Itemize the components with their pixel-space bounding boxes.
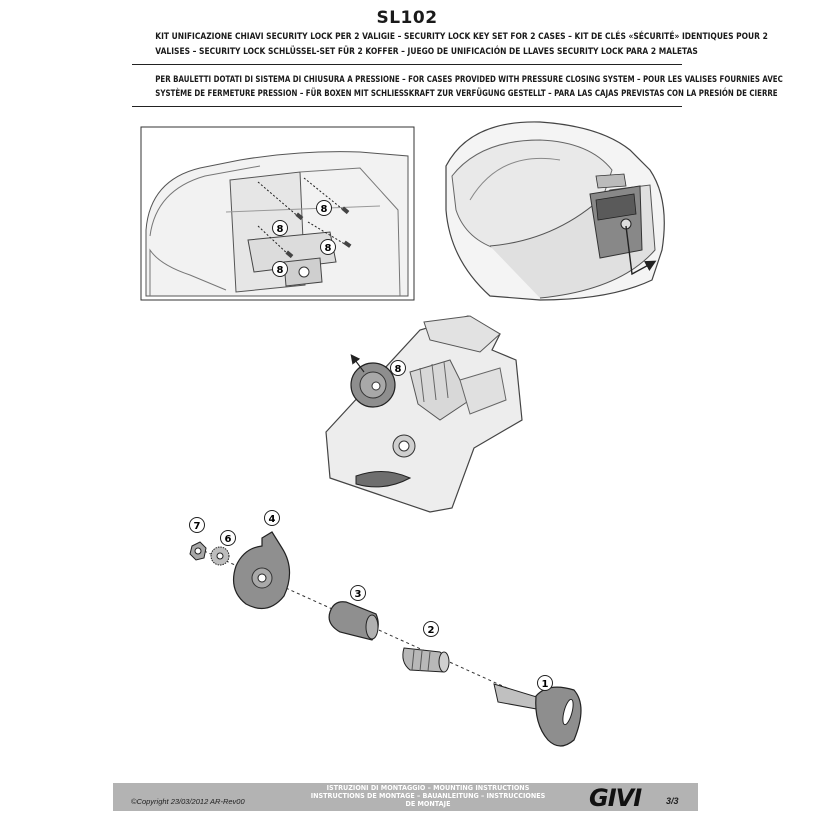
- callout-8-c: 8: [325, 243, 332, 254]
- key-head-part: [535, 686, 582, 747]
- callout-8-d: 8: [277, 265, 284, 276]
- callout-4: 4: [269, 514, 276, 525]
- callout-8-b: 8: [321, 204, 328, 215]
- screw-callout-group: 8 8 8 8: [272, 200, 336, 277]
- page-number: 3/3: [666, 796, 679, 806]
- callout-1: 1: [542, 679, 549, 690]
- parts-callout-group: 7 6 4 3 2 1: [189, 510, 553, 691]
- callout-7: 7: [194, 521, 201, 532]
- divider-top: [132, 64, 682, 65]
- instructions-line-1: ISTRUZIONI DI MONTAGGIO – MOUNTING INSTR…: [326, 784, 530, 792]
- brand-logo: GIVI: [589, 784, 642, 812]
- note-line-2: SYSTÈME DE FERMETURE PRESSION – FÜR BOXE…: [155, 89, 778, 99]
- divider-bottom: [132, 106, 682, 107]
- subtitle-line-2: VALISES – SECURITY LOCK SCHLÜSSEL-SET FÜ…: [155, 46, 698, 57]
- instructions-line-3: DE MONTAJE: [405, 800, 451, 808]
- key-blade-part: [493, 683, 543, 711]
- callout-3: 3: [355, 589, 362, 600]
- callout-8-e: 8: [395, 364, 402, 375]
- callout-2: 2: [428, 625, 435, 636]
- lid-interior-view: 8: [325, 315, 523, 513]
- copyright-notice: ©Copyright 23/03/2012 AR-Rev00: [131, 797, 245, 806]
- subtitle-line-1: KIT UNIFICAZIONE CHIAVI SECURITY LOCK PE…: [155, 31, 768, 42]
- note-line-1: PER BAULETTI DOTATI DI SISTEMA DI CHIUSU…: [155, 75, 783, 85]
- callout-6: 6: [225, 534, 232, 545]
- callout-8-a: 8: [277, 224, 284, 235]
- footer-bar: ©Copyright 23/03/2012 AR-Rev00 ISTRUZION…: [113, 783, 698, 812]
- instructions-label: ISTRUZIONI DI MONTAGGIO – MOUNTING INSTR…: [295, 784, 562, 808]
- exploded-parts-view: [189, 531, 582, 747]
- product-code: SL102: [376, 8, 438, 28]
- instructions-line-2: INSTRUCTIONS DE MONTAGE – BAUANLEITUNG –…: [310, 792, 546, 800]
- case-exterior-view: [445, 121, 665, 301]
